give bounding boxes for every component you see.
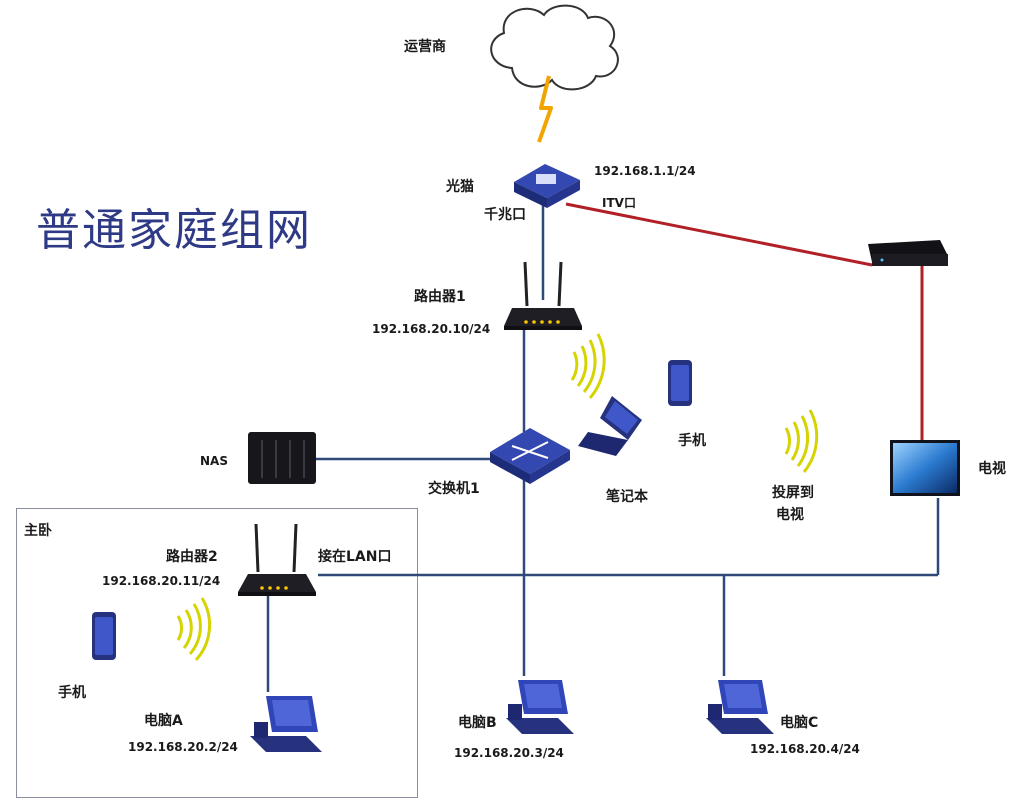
- router2-icon: [238, 523, 316, 596]
- router1-label: 路由器1: [414, 289, 466, 305]
- wired-links: [266, 200, 940, 692]
- itv-links: [565, 202, 924, 440]
- router1-ip-label: 192.168.20.10/24: [372, 322, 491, 336]
- pc-a-label: 电脑A: [144, 713, 183, 729]
- lightning-icon: [537, 75, 553, 143]
- nas-label: NAS: [200, 454, 228, 468]
- phone-icon: [92, 612, 116, 660]
- nas-icon: [248, 432, 316, 484]
- modem-label: 光猫: [446, 179, 474, 195]
- wifi-icon: [784, 409, 819, 473]
- isp-label: 运营商: [404, 39, 446, 55]
- cloud-icon: [490, 4, 619, 91]
- computer-icon: [706, 680, 774, 734]
- link-modem-stb: [565, 202, 873, 267]
- pc-b-ip-label: 192.168.20.3/24: [454, 746, 564, 760]
- modem-icon: [514, 164, 580, 208]
- tv-icon: [890, 440, 960, 496]
- phone-label: 手机: [678, 433, 706, 449]
- computer-icon: [506, 680, 574, 734]
- wifi-icon: [176, 597, 212, 662]
- master-bedroom-box: [16, 508, 418, 798]
- lan-port-label: 接在LAN口: [318, 549, 392, 565]
- room-label: 主卧: [24, 523, 52, 539]
- laptop-label: 笔记本: [606, 489, 648, 505]
- phone2-label: 手机: [58, 685, 86, 701]
- pc-a-ip-label: 192.168.20.2/24: [128, 740, 238, 754]
- pc-c-label: 电脑C: [780, 715, 819, 731]
- laptop-icon: [578, 396, 642, 456]
- pc-c-ip-label: 192.168.20.4/24: [750, 742, 860, 756]
- gigabit-port-label: 千兆口: [484, 207, 526, 223]
- pc-b-label: 电脑B: [458, 715, 497, 731]
- router2-ip-label: 192.168.20.11/24: [102, 574, 221, 588]
- router1-icon: [504, 261, 582, 330]
- wifi-icon: [570, 333, 606, 399]
- set-top-box-icon: [868, 240, 948, 266]
- switch-label: 交换机1: [428, 481, 480, 497]
- tv-label: 电视: [978, 461, 1006, 477]
- router2-label: 路由器2: [166, 549, 218, 565]
- switch-icon: [490, 428, 570, 484]
- diagram-title: 普通家庭组网: [36, 205, 312, 256]
- cast-label-line1: 投屏到: [772, 485, 814, 501]
- itv-port-label: ITV口: [602, 196, 636, 210]
- modem-ip-label: 192.168.1.1/24: [594, 164, 696, 178]
- computer-icon: [250, 696, 322, 752]
- phone-icon: [668, 360, 692, 406]
- cast-label-line2: 电视: [776, 507, 804, 523]
